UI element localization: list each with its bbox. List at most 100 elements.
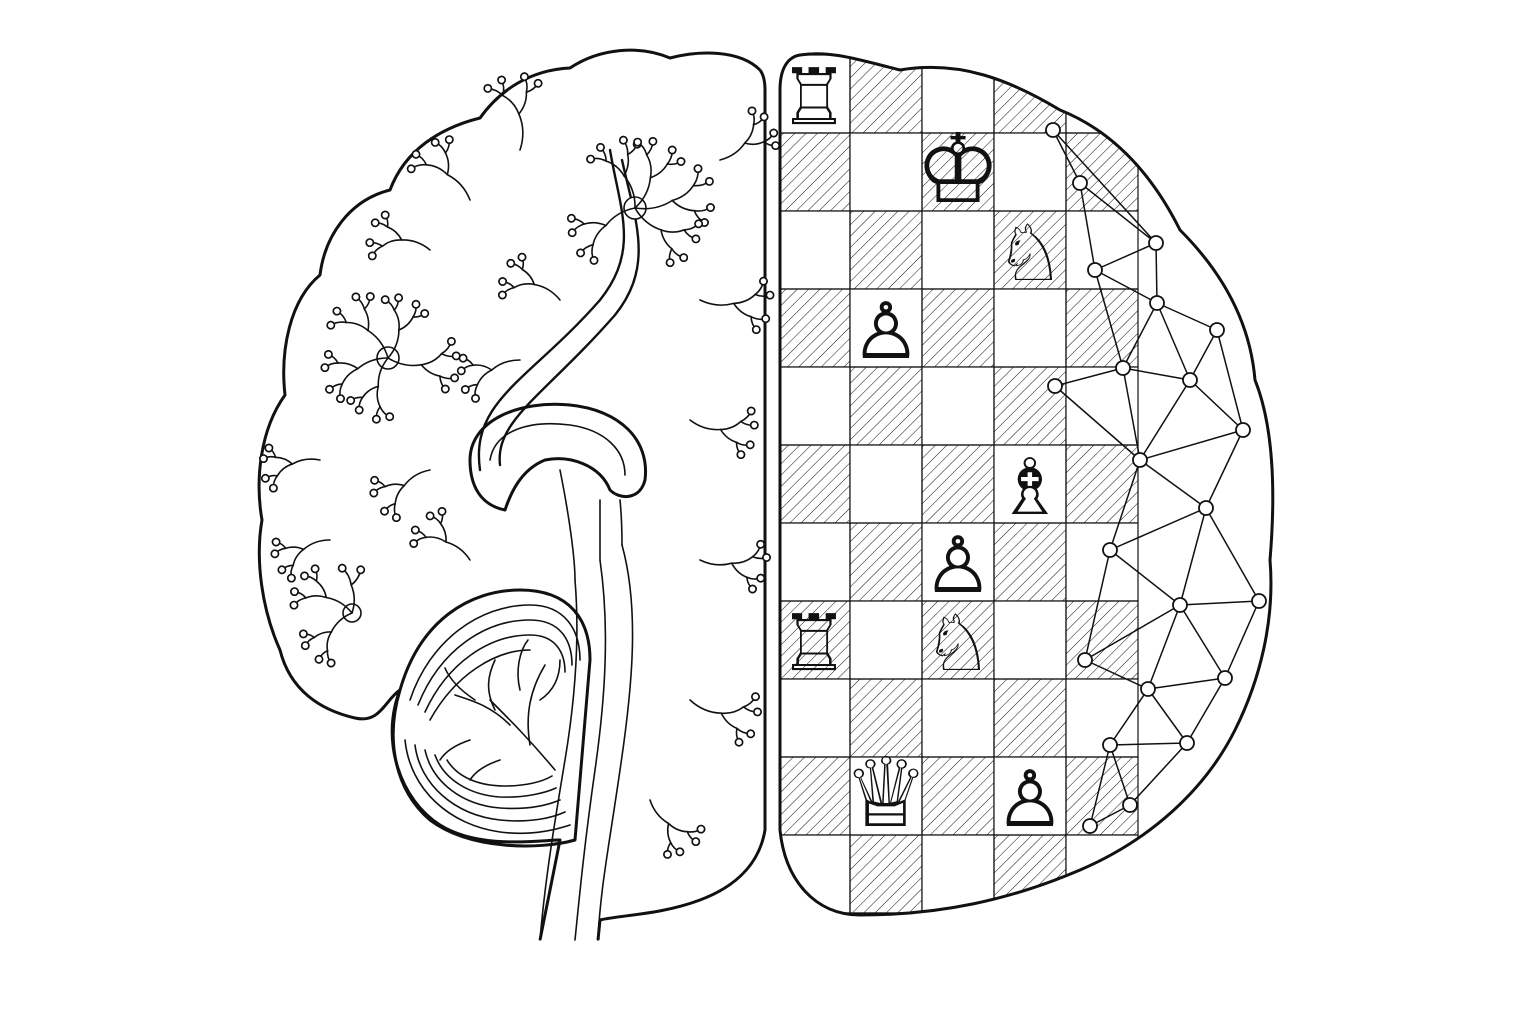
synapse-dot bbox=[567, 213, 576, 223]
board-square bbox=[849, 600, 923, 680]
board-square bbox=[921, 288, 995, 368]
synapse-dot bbox=[759, 112, 769, 122]
chess-pieces: ♖♔♘♙♗♙♖♘♕♙ bbox=[779, 53, 1065, 849]
dendrite bbox=[744, 123, 755, 144]
board-square bbox=[1065, 756, 1139, 836]
network-node bbox=[1251, 593, 1267, 609]
board-square bbox=[780, 366, 851, 446]
dendrite bbox=[583, 221, 607, 227]
dendrite bbox=[305, 595, 328, 599]
synapse-dot bbox=[259, 454, 268, 463]
board-square bbox=[921, 678, 995, 758]
dendrite bbox=[649, 799, 670, 825]
synapse-dot bbox=[675, 847, 685, 857]
synapse-dot bbox=[665, 258, 675, 267]
synapse-dot bbox=[753, 707, 762, 717]
synapse-dot bbox=[576, 248, 585, 258]
chess-pawn-icon: ♙ bbox=[851, 287, 921, 377]
board-square bbox=[1065, 600, 1139, 680]
synapse-dot bbox=[533, 78, 543, 88]
dendrite bbox=[400, 239, 431, 251]
network-link bbox=[1094, 269, 1158, 304]
synapse-dot bbox=[310, 564, 320, 574]
board-square bbox=[993, 288, 1067, 368]
network-link bbox=[1052, 129, 1157, 244]
network-link bbox=[1189, 329, 1218, 381]
synapse-dot bbox=[706, 203, 715, 212]
network-link bbox=[1122, 302, 1158, 369]
synapse-dot bbox=[326, 320, 336, 330]
synapse-dot bbox=[693, 164, 703, 173]
network-link bbox=[1156, 302, 1191, 381]
dendrite bbox=[444, 152, 450, 176]
network-node bbox=[1149, 295, 1165, 311]
chess-rook-icon: ♖ bbox=[779, 53, 849, 143]
dendrite bbox=[292, 548, 305, 567]
dendrite bbox=[330, 612, 353, 633]
board-square bbox=[1065, 288, 1139, 368]
network-node bbox=[1235, 422, 1251, 438]
chess-king-icon: ♔ bbox=[915, 113, 1001, 225]
synapse-dot bbox=[696, 824, 706, 834]
synapse-dot bbox=[320, 363, 330, 372]
cerebellum bbox=[391, 588, 592, 848]
synapse-dot bbox=[337, 563, 347, 573]
synapse-dot bbox=[751, 325, 761, 334]
synapse-dot bbox=[336, 394, 345, 403]
network-node bbox=[1179, 735, 1195, 751]
synapse-dot bbox=[323, 349, 333, 359]
dendrite bbox=[649, 163, 669, 179]
synapse-dot bbox=[745, 440, 755, 450]
synapse-dot bbox=[271, 537, 281, 547]
synapse-dot bbox=[769, 128, 779, 138]
dendrite bbox=[733, 302, 752, 318]
synapse-dot bbox=[365, 292, 375, 301]
dendrite bbox=[350, 584, 356, 614]
network-node bbox=[1140, 681, 1156, 697]
network-link bbox=[1122, 367, 1141, 461]
synapse-dot bbox=[517, 252, 527, 262]
network-node bbox=[1209, 322, 1225, 338]
synapse-dot bbox=[332, 306, 342, 316]
board-square bbox=[1065, 912, 1139, 916]
left-hemisphere-neural bbox=[257, 48, 780, 941]
network-link bbox=[1094, 269, 1124, 369]
dendrite bbox=[502, 94, 520, 115]
dendrite bbox=[660, 229, 673, 250]
synapse-dot bbox=[409, 539, 419, 548]
chess-rook-icon: ♖ bbox=[779, 599, 849, 689]
dendrite bbox=[313, 631, 333, 639]
network-link bbox=[1084, 604, 1181, 661]
synapse-dot bbox=[385, 412, 395, 422]
dendrite bbox=[533, 283, 561, 301]
synapse-dot bbox=[756, 573, 766, 583]
network-link bbox=[1179, 604, 1226, 679]
board-square bbox=[780, 288, 851, 368]
network-node bbox=[1115, 360, 1131, 376]
dendrite bbox=[377, 357, 389, 388]
network-link bbox=[1189, 379, 1244, 431]
board-square bbox=[921, 912, 995, 916]
synapse-dot bbox=[444, 135, 454, 144]
network-link bbox=[1079, 182, 1157, 244]
synapse-dot bbox=[748, 584, 757, 594]
dendrite bbox=[666, 822, 672, 844]
synapse-dot bbox=[346, 396, 356, 405]
dendrite bbox=[592, 224, 607, 246]
network-node bbox=[1082, 818, 1098, 834]
network-link bbox=[1205, 429, 1244, 509]
synapse-dot bbox=[771, 141, 780, 150]
synapse-dot bbox=[736, 450, 746, 459]
dendrite bbox=[381, 239, 403, 247]
synapse-dot bbox=[270, 549, 280, 559]
network-node bbox=[1148, 235, 1164, 251]
synapse-dot bbox=[694, 219, 703, 229]
synapse-dot bbox=[351, 292, 361, 302]
synapse-dot bbox=[648, 136, 658, 146]
synapse-dot bbox=[506, 258, 516, 268]
dendrite bbox=[699, 559, 733, 566]
dendrite bbox=[337, 362, 359, 370]
network-link bbox=[1224, 600, 1260, 679]
network-link bbox=[1129, 742, 1188, 806]
dendrite bbox=[291, 458, 321, 465]
